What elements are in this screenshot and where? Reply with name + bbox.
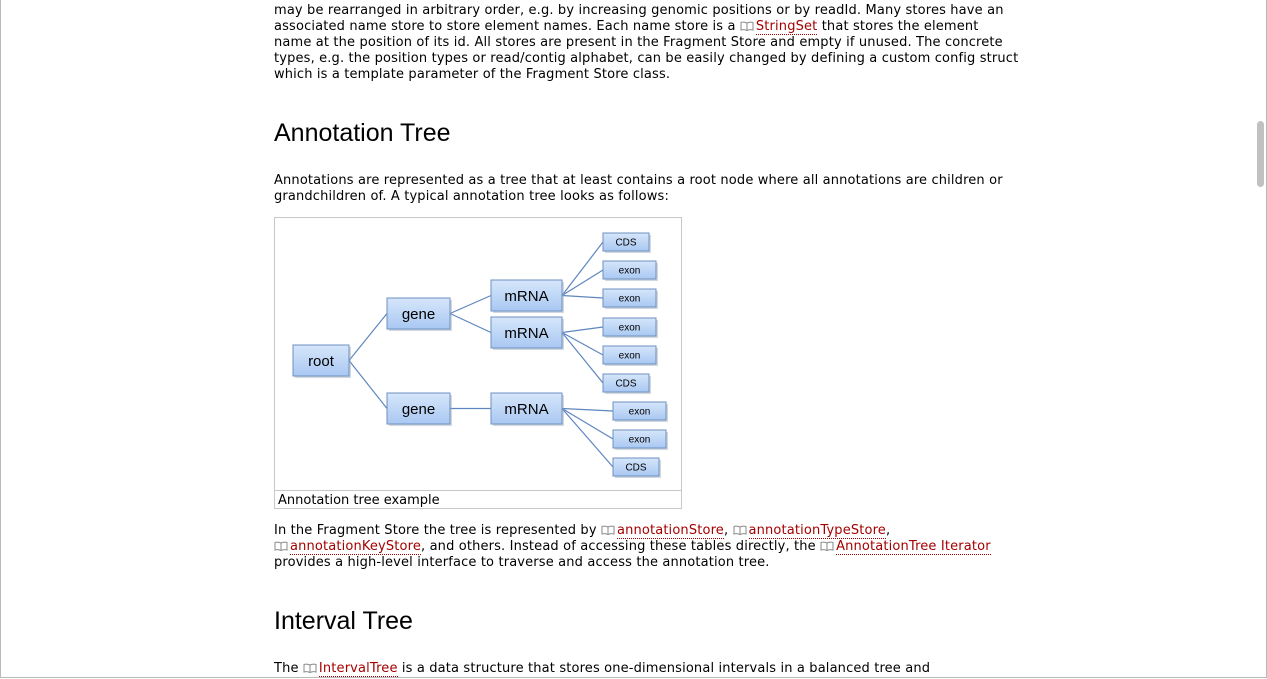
node-box: [612, 429, 667, 449]
tree-node-l3: exon: [602, 288, 658, 309]
tree-edge: [561, 241, 604, 296]
tree-node-l9: CDS: [612, 457, 661, 478]
link-interval-tree[interactable]: IntervalTree: [318, 661, 398, 677]
paragraph-interval-tree: The IntervalTree is a data structure tha…: [274, 661, 1019, 677]
figure-caption: Annotation tree example: [278, 493, 440, 508]
tree-edge: [561, 294, 604, 299]
tree-node-gene1: gene: [386, 297, 452, 331]
node-box: [602, 345, 657, 365]
text: ,: [723, 523, 733, 538]
book-icon: [274, 541, 288, 551]
node-box: [490, 392, 563, 425]
node-label: exon: [619, 323, 641, 334]
tree-edge: [561, 407, 614, 412]
figure-caption-bar: Annotation tree example: [275, 490, 681, 509]
tree-edge: [449, 294, 492, 315]
tree-edge: [561, 408, 614, 468]
tree-edge: [561, 269, 604, 297]
node-box: [612, 457, 660, 477]
tree-edge: [449, 312, 492, 334]
text: In the Fragment Store the tree is repres…: [274, 523, 601, 538]
tree-node-mrna2: mRNA: [490, 316, 564, 350]
tree-node-l4: exon: [602, 317, 658, 338]
node-label: CDS: [615, 379, 636, 390]
paragraph-fragment-store: In the Fragment Store the tree is repres…: [274, 523, 1019, 571]
tree-node-mrna3: mRNA: [490, 392, 564, 426]
book-icon: [820, 541, 834, 551]
tree-node-root: root: [292, 344, 351, 378]
node-label: exon: [629, 435, 651, 446]
book-icon: [733, 525, 747, 535]
paragraph-annotation: Annotations are represented as a tree th…: [274, 173, 1003, 204]
paragraph-stores-intro: may be rearranged in arbitrary order, e.…: [274, 3, 1019, 83]
tree-edges: [348, 241, 614, 468]
text: , and others. Instead of accessing these…: [421, 539, 821, 554]
node-box: [386, 297, 451, 330]
annotation-tree-diagram: root gene gene mRNA mRNA mRNA CDS exon exon exon e…: [292, 232, 668, 478]
link-annotation-type-store[interactable]: annotationTypeStore: [748, 523, 886, 539]
link-annotation-tree-iterator[interactable]: AnnotationTree Iterator: [836, 539, 991, 555]
node-label: exon: [619, 266, 641, 277]
heading-interval-tree: Interval Tree: [274, 607, 413, 635]
node-box: [602, 373, 650, 393]
tree-edge: [348, 360, 388, 409]
node-box: [490, 316, 563, 349]
book-icon: [740, 21, 754, 31]
node-label: CDS: [625, 463, 646, 474]
heading-annotation-tree: Annotation Tree: [274, 119, 451, 147]
text: ,: [885, 523, 891, 538]
node-label: mRNA: [504, 401, 548, 418]
book-icon: [601, 525, 615, 535]
tree-node-l6: CDS: [602, 373, 651, 394]
tree-nodes: root gene gene mRNA mRNA mRNA CDS exon exon exon e…: [292, 232, 668, 478]
node-box: [602, 288, 657, 308]
node-label: gene: [402, 401, 435, 418]
node-box: [602, 232, 650, 252]
text: The: [274, 661, 303, 676]
text: may be rearranged in arbitrary order, e.…: [274, 3, 1004, 34]
link-stringset[interactable]: StringSet: [755, 19, 818, 35]
tree-node-gene2: gene: [386, 392, 452, 426]
node-label: exon: [619, 351, 641, 362]
tree-node-l7: exon: [612, 401, 668, 422]
node-box: [602, 260, 657, 280]
node-label: CDS: [615, 238, 636, 249]
node-label: gene: [402, 306, 435, 323]
tree-node-l5: exon: [602, 345, 658, 366]
node-box: [602, 317, 657, 337]
tree-edge: [561, 407, 614, 440]
tree-edge: [561, 332, 604, 384]
tree-node-l2: exon: [602, 260, 658, 281]
node-label: exon: [619, 294, 641, 305]
tree-edge: [561, 326, 604, 334]
book-icon: [303, 663, 317, 673]
link-annotation-key-store[interactable]: annotationKeyStore: [290, 539, 421, 555]
node-label: mRNA: [504, 325, 548, 342]
node-label: exon: [629, 407, 651, 418]
scrollbar-thumb[interactable]: [1257, 121, 1264, 187]
link-annotation-store[interactable]: annotationStore: [616, 523, 724, 539]
node-box: [386, 392, 451, 425]
node-label: root: [308, 353, 335, 370]
node-box: [292, 344, 350, 377]
tree-node-l8: exon: [612, 429, 668, 450]
annotation-tree-figure: root gene gene mRNA mRNA mRNA CDS exon exon exon e…: [274, 217, 682, 509]
tree-edge: [561, 331, 604, 356]
tree-edge: [348, 313, 388, 361]
text: provides a high-level interface to trave…: [274, 555, 770, 570]
tree-node-mrna1: mRNA: [490, 279, 564, 313]
node-box: [612, 401, 667, 421]
node-box: [490, 279, 563, 312]
text: that stores the element name at the posi…: [274, 19, 1019, 82]
node-label: mRNA: [504, 288, 548, 305]
text: is a data structure that stores one-dime…: [397, 661, 931, 676]
tree-node-l1: CDS: [602, 232, 651, 253]
